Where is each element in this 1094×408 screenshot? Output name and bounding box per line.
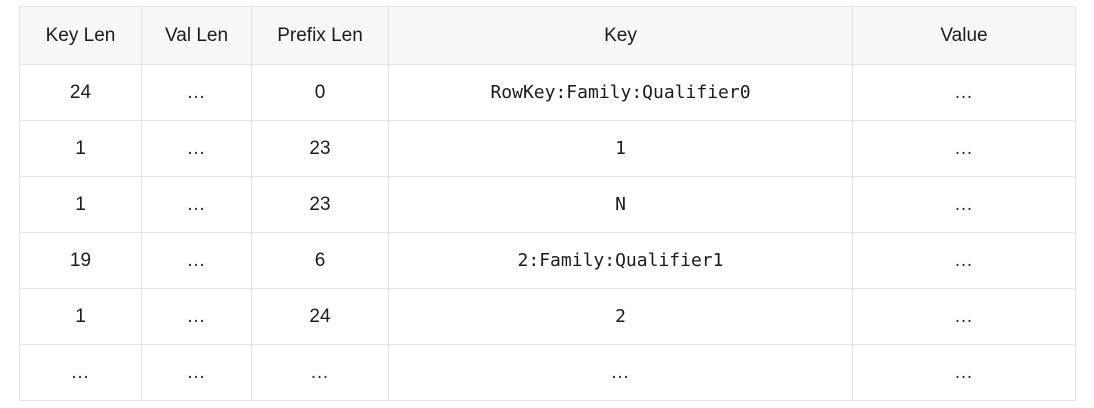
cell-key-len: 1 [19, 120, 142, 177]
cell-value: … [852, 64, 1076, 121]
cell-key-len: 19 [19, 232, 142, 289]
cell-key-len: 24 [19, 64, 142, 121]
cell-val-len: … [141, 120, 252, 177]
cell-key: 2 [388, 288, 853, 345]
cell-prefix-len: 0 [251, 64, 389, 121]
cell-value: … [852, 120, 1076, 177]
key-value-table: Key Len Val Len Prefix Len Key Value 24 … [19, 6, 1076, 401]
cell-value: … [852, 344, 1076, 401]
cell-prefix-len: 6 [251, 232, 389, 289]
column-header-val-len: Val Len [141, 6, 252, 65]
cell-key-len: 1 [19, 288, 142, 345]
cell-key: 2:Family:Qualifier1 [388, 232, 853, 289]
cell-val-len: … [141, 64, 252, 121]
cell-val-len: … [141, 344, 252, 401]
cell-prefix-len: 23 [251, 120, 389, 177]
column-header-prefix-len: Prefix Len [251, 6, 389, 65]
key-value-table-container: Key Len Val Len Prefix Len Key Value 24 … [19, 6, 1076, 401]
table-body: 24 … 0 RowKey:Family:Qualifier0 … 1 … 23… [19, 64, 1076, 401]
cell-prefix-len: 24 [251, 288, 389, 345]
cell-prefix-len: 23 [251, 176, 389, 233]
cell-val-len: … [141, 232, 252, 289]
cell-value: … [852, 288, 1076, 345]
column-header-key: Key [388, 6, 853, 65]
cell-value: … [852, 232, 1076, 289]
table-row: 19 … 6 2:Family:Qualifier1 … [19, 232, 1076, 289]
cell-key-len: … [19, 344, 142, 401]
column-header-value: Value [852, 6, 1076, 65]
cell-val-len: … [141, 288, 252, 345]
column-header-key-len: Key Len [19, 6, 142, 65]
table-row: 24 … 0 RowKey:Family:Qualifier0 … [19, 64, 1076, 121]
cell-key: … [388, 344, 853, 401]
table-header-row: Key Len Val Len Prefix Len Key Value [19, 6, 1076, 65]
cell-prefix-len: … [251, 344, 389, 401]
table-row: … … … … … [19, 344, 1076, 401]
cell-value: … [852, 176, 1076, 233]
table-row: 1 … 24 2 … [19, 288, 1076, 345]
table-row: 1 … 23 1 … [19, 120, 1076, 177]
cell-key: N [388, 176, 853, 233]
cell-key: RowKey:Family:Qualifier0 [388, 64, 853, 121]
cell-key: 1 [388, 120, 853, 177]
cell-val-len: … [141, 176, 252, 233]
table-header: Key Len Val Len Prefix Len Key Value [19, 6, 1076, 65]
table-row: 1 … 23 N … [19, 176, 1076, 233]
cell-key-len: 1 [19, 176, 142, 233]
